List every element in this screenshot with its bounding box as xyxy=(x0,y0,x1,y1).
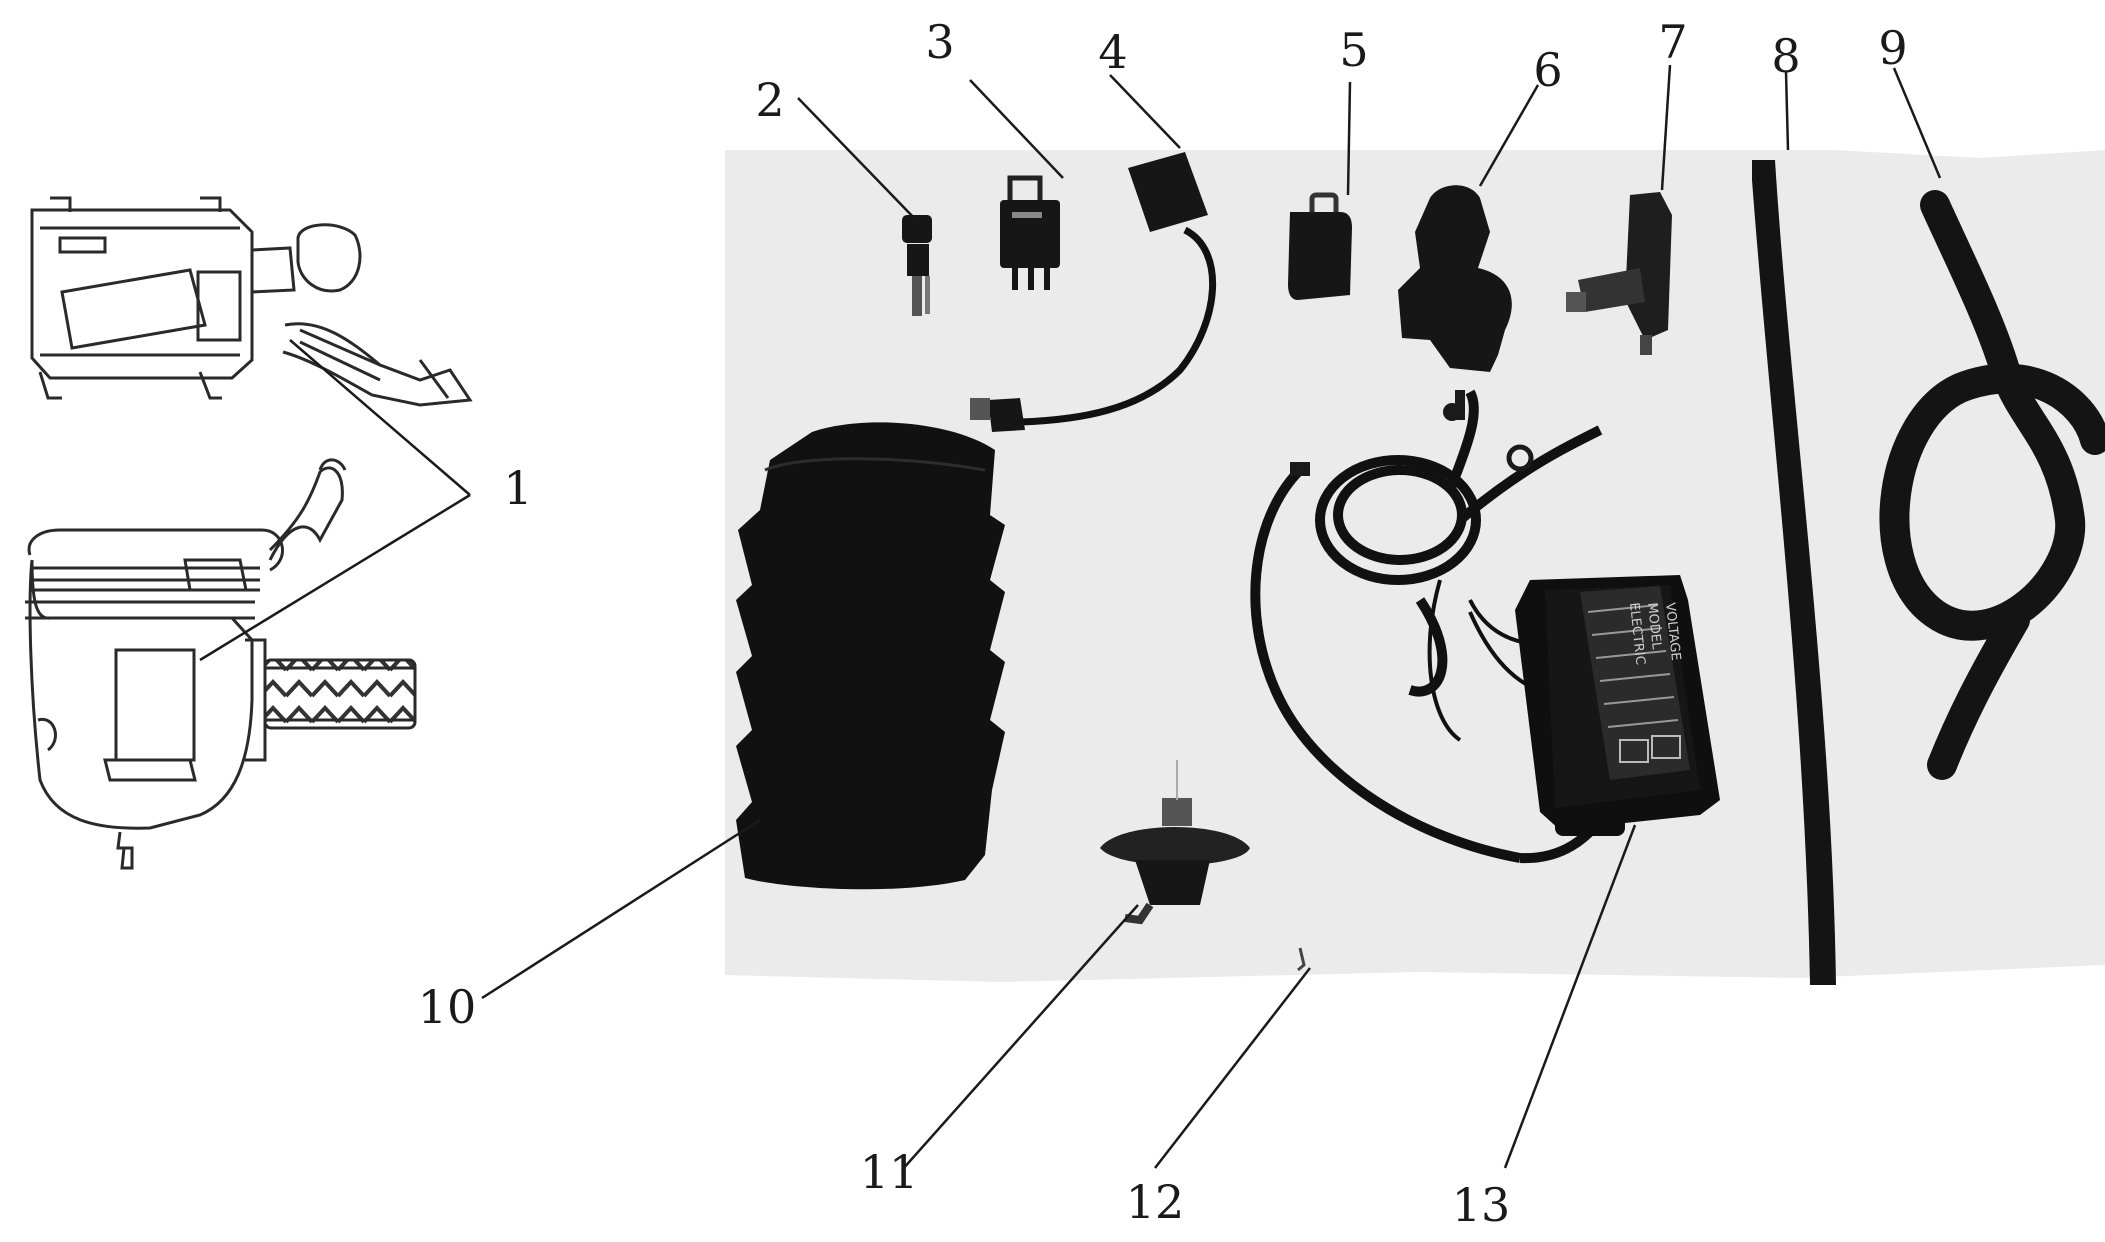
air-cleaner-drawing-bottom xyxy=(25,458,417,870)
callout-6: 6 xyxy=(1533,43,1563,97)
relay-3 xyxy=(1000,175,1060,290)
control-box-with-wiring-13 xyxy=(1250,389,1720,864)
photo-background xyxy=(725,150,2105,982)
callout-7: 7 xyxy=(1658,15,1688,69)
callout-9: 9 xyxy=(1878,21,1908,75)
callout-3: 3 xyxy=(925,15,955,69)
straight-hose-8 xyxy=(1752,160,1836,985)
pressure-switch-2 xyxy=(902,215,932,316)
rubber-bellows-10 xyxy=(736,422,1005,890)
callout-2: 2 xyxy=(755,73,785,127)
relay-5 xyxy=(1288,192,1352,300)
coiled-hose-9 xyxy=(1879,190,2105,780)
callout-11: 11 xyxy=(859,1145,919,1199)
leader-lines-1 xyxy=(199,339,471,662)
fuel-valve-7 xyxy=(1566,192,1672,355)
sensor-with-cable-4 xyxy=(970,152,1216,432)
callout-1: 1 xyxy=(503,461,533,515)
vacuum-valve-11 xyxy=(1100,760,1250,925)
callout-12: 12 xyxy=(1125,1175,1185,1229)
control-module-label: ELECTRIC MODEL VOLTAGE xyxy=(1626,602,1683,666)
air-cleaner-drawing-top xyxy=(30,196,473,407)
valve-housing-6 xyxy=(1398,185,1512,372)
callout-13: 13 xyxy=(1451,1178,1511,1232)
leader-lines xyxy=(481,64,1942,1171)
callout-10: 10 xyxy=(417,980,477,1034)
callout-5: 5 xyxy=(1339,23,1369,77)
module-label-line-2: MODEL xyxy=(1644,602,1664,651)
module-label-line-3: VOLTAGE xyxy=(1662,602,1683,661)
callout-4: 4 xyxy=(1098,25,1128,79)
callout-8: 8 xyxy=(1771,29,1801,83)
screw-12 xyxy=(1297,947,1306,972)
module-label-line-1: ELECTRIC xyxy=(1626,602,1647,666)
